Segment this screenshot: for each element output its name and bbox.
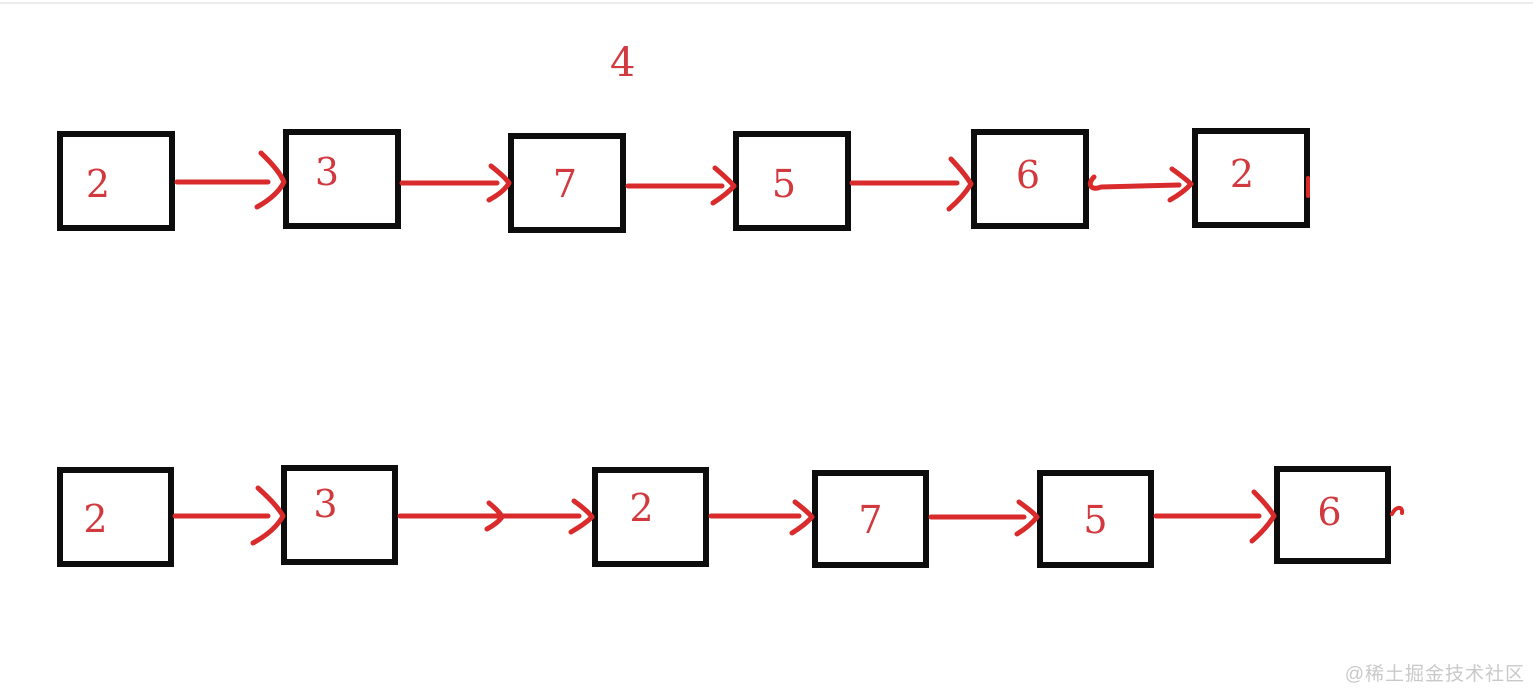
node-value: 6 [1015,153,1041,197]
arrow-top-1 [174,150,287,210]
arrow-bottom-3 [708,499,815,536]
list-node: 6 [1274,466,1391,564]
list-node: 5 [1037,470,1154,568]
list-node: 2 [57,131,175,231]
node-value: 5 [771,162,797,206]
arrow-top-4 [849,156,974,212]
node-value: 5 [1083,498,1108,542]
node-value: 7 [552,162,578,206]
list-node: 3 [281,465,398,565]
arrow-top-2 [399,163,512,203]
list-node: 5 [733,131,851,231]
arrow-bottom-2 [397,498,595,535]
list-node: 6 [971,129,1089,229]
list-node: 7 [812,470,929,568]
arrow-bottom-5 [1153,489,1277,544]
node-value: 2 [629,486,654,530]
node-value: 2 [83,497,108,541]
arrow-top-5 [1087,166,1194,203]
list-node: 2 [57,467,174,567]
list-node: 7 [508,133,626,233]
arrow-bottom-4 [928,499,1040,537]
pending-value-label: 4 [610,40,636,86]
node-value: 6 [1317,490,1342,534]
node-value: 7 [858,498,883,542]
list-node: 3 [283,129,401,229]
juejin-watermark: @稀土掘金技术社区 [1344,664,1525,685]
list-node: 2 [592,467,709,567]
next-pointer-hook-bottom [1390,505,1405,516]
node-value: 3 [313,482,338,526]
arrow-bottom-1 [172,485,286,546]
node-value: 2 [1229,152,1255,196]
arrow-top-3 [625,165,737,206]
top-divider-line [0,2,1533,4]
list-node: 2 [1192,128,1310,228]
node-value: 3 [314,150,340,194]
node-value: 2 [85,162,111,206]
